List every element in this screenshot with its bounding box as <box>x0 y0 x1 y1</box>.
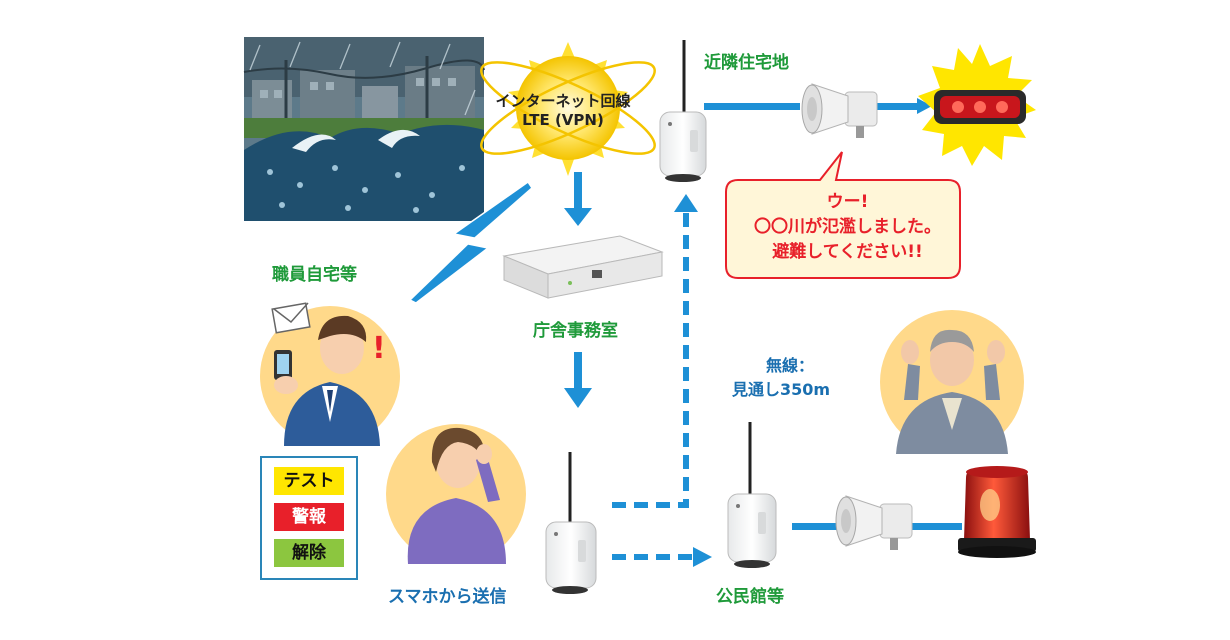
internet-label-line1: インターネット回線 <box>495 92 631 110</box>
warning-light-icon <box>918 44 1036 166</box>
speech-bubble <box>725 151 961 279</box>
staff-person-illustration <box>260 306 400 446</box>
speaker-icon <box>801 83 878 138</box>
community-hall-label: 公民館等 <box>716 587 784 607</box>
mail-icon <box>271 302 311 334</box>
arrow-right <box>693 547 712 567</box>
lte-sender-device <box>545 452 597 594</box>
connector-line <box>704 98 962 530</box>
neighborhood-label: 近隣住宅地 <box>704 53 789 73</box>
arrow-up <box>674 194 698 212</box>
exclamation-icon: ! <box>372 331 386 366</box>
legend-test: テスト <box>274 467 344 495</box>
internet-label-line2: LTE (VPN) <box>522 111 604 129</box>
internet-sun-icon <box>480 42 656 176</box>
wireless-label-line2: 見通し350m <box>732 380 831 399</box>
arrow-down <box>564 172 592 226</box>
alert-line-3: 避難してください!! <box>772 242 923 262</box>
alert-line-1: ウー! <box>826 192 869 212</box>
hall-receiver-device <box>727 422 777 568</box>
woman-phone-illustration <box>386 424 526 564</box>
legend-release: 解除 <box>274 539 344 567</box>
router-device <box>502 235 664 299</box>
flood-illustration <box>243 37 485 221</box>
alert-message: ウー! 〇〇川が氾濫しました。 避難してください!! <box>735 190 960 265</box>
alert-line-2: 〇〇川が氾濫しました。 <box>754 217 941 237</box>
arrow-down <box>564 352 592 408</box>
wireless-label-line1: 無線： <box>766 356 815 375</box>
speaker-icon <box>835 495 913 550</box>
lte-repeater-device <box>659 40 707 182</box>
elderly-man-illustration <box>880 310 1024 454</box>
legend-alarm: 警報 <box>274 503 344 531</box>
siren-icon <box>958 466 1036 558</box>
staff-home-label: 職員自宅等 <box>272 265 357 285</box>
internet-label: インターネット回線 LTE (VPN) <box>488 92 638 130</box>
mode-legend: テスト 警報 解除 <box>260 456 358 580</box>
wireless-dashed-path <box>612 212 694 560</box>
office-label: 庁舎事務室 <box>533 321 618 341</box>
smartphone-send-label: スマホから送信 <box>388 587 507 607</box>
lightning-icon <box>408 180 533 304</box>
